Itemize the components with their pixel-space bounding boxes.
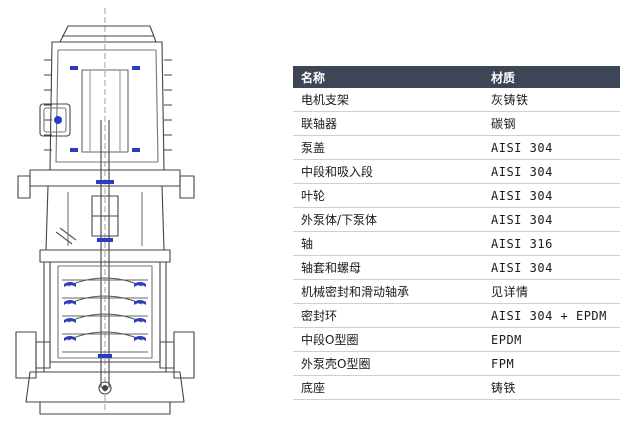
part-name: 中段O型圈 bbox=[293, 327, 483, 352]
part-material: AISI 304 bbox=[483, 207, 620, 232]
table-row: 轴 AISI 316 bbox=[293, 231, 620, 256]
part-material: 灰铸铁 bbox=[483, 88, 620, 112]
part-material: AISI 304 bbox=[483, 159, 620, 184]
pump-cross-section-drawing bbox=[15, 8, 195, 415]
part-name: 泵盖 bbox=[293, 135, 483, 160]
part-material: 见详情 bbox=[483, 279, 620, 304]
part-name: 机械密封和滑动轴承 bbox=[293, 279, 483, 304]
part-material: AISI 304 bbox=[483, 135, 620, 160]
table-row: 轴套和螺母 AISI 304 bbox=[293, 255, 620, 280]
parts-material-table: 名称 材质 电机支架 灰铸铁 联轴器 碳钢 泵盖 AISI 304 中段和吸入段… bbox=[293, 66, 620, 400]
header-name: 名称 bbox=[293, 66, 483, 88]
part-name: 轴套和螺母 bbox=[293, 255, 483, 280]
part-name: 密封环 bbox=[293, 303, 483, 328]
part-name: 底座 bbox=[293, 375, 483, 400]
table-row: 叶轮 AISI 304 bbox=[293, 183, 620, 208]
table-row: 中段和吸入段 AISI 304 bbox=[293, 159, 620, 184]
table-row: 联轴器 碳钢 bbox=[293, 111, 620, 136]
part-material: AISI 304 bbox=[483, 255, 620, 280]
part-material: AISI 316 bbox=[483, 231, 620, 256]
table-row: 电机支架 灰铸铁 bbox=[293, 88, 620, 112]
table-row: 底座 铸铁 bbox=[293, 375, 620, 400]
part-name: 联轴器 bbox=[293, 111, 483, 136]
part-material: AISI 304 bbox=[483, 183, 620, 208]
table-row: 外泵体/下泵体 AISI 304 bbox=[293, 207, 620, 232]
table-row: 机械密封和滑动轴承 见详情 bbox=[293, 279, 620, 304]
header-material: 材质 bbox=[483, 66, 620, 88]
table-row: 密封环 AISI 304 + EPDM bbox=[293, 303, 620, 328]
part-material: 碳钢 bbox=[483, 111, 620, 136]
part-name: 轴 bbox=[293, 231, 483, 256]
part-name: 电机支架 bbox=[293, 88, 483, 112]
part-name: 外泵壳O型圈 bbox=[293, 351, 483, 376]
part-name: 外泵体/下泵体 bbox=[293, 207, 483, 232]
table-row: 中段O型圈 EPDM bbox=[293, 327, 620, 352]
part-material: 铸铁 bbox=[483, 375, 620, 400]
part-material: FPM bbox=[483, 351, 620, 376]
part-name: 叶轮 bbox=[293, 183, 483, 208]
table-row: 泵盖 AISI 304 bbox=[293, 135, 620, 160]
part-material: AISI 304 + EPDM bbox=[483, 303, 620, 328]
table-row: 外泵壳O型圈 FPM bbox=[293, 351, 620, 376]
part-name: 中段和吸入段 bbox=[293, 159, 483, 184]
table-header-row: 名称 材质 bbox=[293, 66, 620, 88]
part-material: EPDM bbox=[483, 327, 620, 352]
